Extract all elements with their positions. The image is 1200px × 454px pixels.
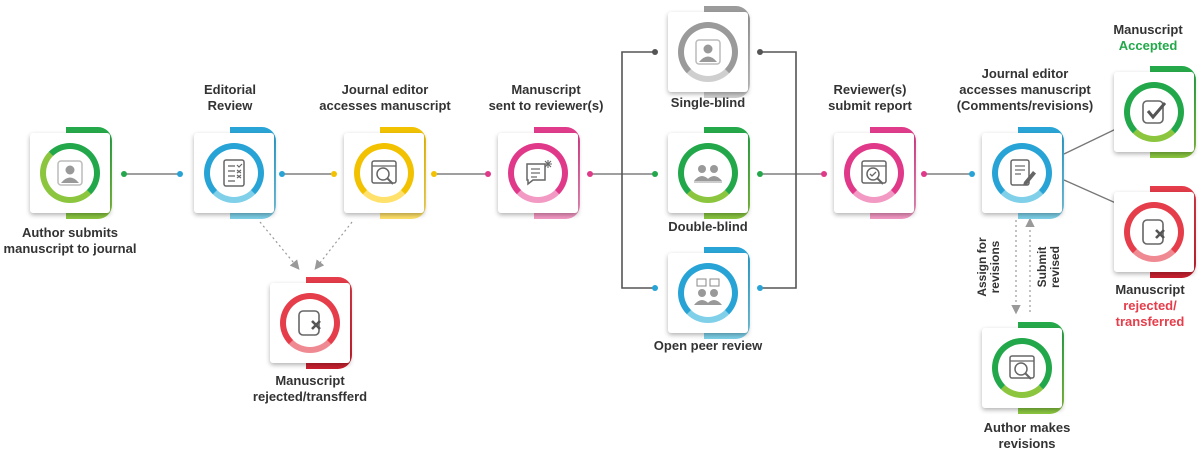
node-author-submits[interactable]: [30, 127, 112, 219]
label-sent-to-reviewers: Manuscript sent to reviewer(s): [488, 82, 604, 113]
node-card: [668, 133, 748, 213]
node-ring: [844, 143, 904, 203]
label-submit-revised: Submit revised: [1035, 245, 1062, 289]
node-editorial-review[interactable]: [194, 127, 276, 219]
label-editorial-review: Editorial Review: [203, 82, 256, 113]
label-journal-editor-comments: Journal editor accesses manuscript (Comm…: [956, 66, 1094, 113]
node-card: [498, 133, 578, 213]
node-ring: [1124, 202, 1184, 262]
dotted-arrow-editorial-reject: [259, 221, 300, 270]
node-sent-to-reviewers[interactable]: [498, 127, 580, 219]
dot: [652, 171, 658, 177]
label-assign-revisions: Assign for revisions: [975, 237, 1002, 297]
dot: [485, 171, 491, 177]
dot: [757, 49, 763, 55]
node-ring: [678, 22, 738, 82]
label-rejected-early: Manuscript rejected/transfferd: [252, 373, 368, 404]
node-double-blind[interactable]: [668, 127, 750, 219]
node-ring: [354, 143, 414, 203]
connector-to-rejected: [1063, 179, 1119, 205]
node-ring: [40, 143, 100, 203]
node-ring: [992, 338, 1052, 398]
node-card: [982, 328, 1062, 408]
node-ring: [992, 143, 1052, 203]
user-icon: [57, 160, 83, 186]
dot: [279, 171, 285, 177]
node-accepted[interactable]: [1114, 66, 1196, 158]
dot: [587, 171, 593, 177]
node-author-revisions[interactable]: [982, 322, 1064, 414]
node-reviewers-submit[interactable]: [834, 127, 916, 219]
branch-bracket-left: [621, 51, 655, 289]
dot: [652, 285, 658, 291]
dot: [821, 171, 827, 177]
dot: [331, 171, 337, 177]
dot: [969, 171, 975, 177]
dot: [431, 171, 437, 177]
node-card: [668, 253, 748, 333]
dot: [177, 171, 183, 177]
node-rejected-final[interactable]: [1114, 186, 1196, 278]
checkbox-icon: [1142, 100, 1167, 124]
node-single-blind[interactable]: [668, 6, 750, 98]
label-open-peer-review: Open peer review: [653, 338, 763, 353]
connector-to-accepted: [1063, 127, 1119, 155]
document-search-icon: [371, 160, 397, 185]
label-single-blind: Single-blind: [670, 95, 746, 110]
dot: [757, 171, 763, 177]
node-card: [270, 283, 350, 363]
node-ring: [678, 143, 738, 203]
node-ring: [678, 263, 738, 323]
node-card: [982, 133, 1062, 213]
node-card: [1114, 72, 1194, 152]
document-edit-icon: [1010, 159, 1036, 186]
label-author-submits: Author submits manuscript to journal: [3, 225, 137, 256]
node-ring: [280, 293, 340, 353]
label-reviewers-submit: Reviewer(s) submit report: [828, 82, 912, 113]
node-rejected-early[interactable]: [270, 277, 352, 369]
node-card: [30, 133, 110, 213]
label-journal-editor-access: Journal editor accesses manuscript: [319, 82, 451, 113]
dot: [121, 171, 127, 177]
node-card: [344, 133, 424, 213]
two-users-icon: [694, 165, 722, 183]
node-ring: [204, 143, 264, 203]
users-with-documents-icon: [694, 278, 722, 305]
dotted-arrow-editor-reject: [314, 221, 353, 270]
node-open-peer-review[interactable]: [668, 247, 750, 339]
document-search-icon: [1009, 355, 1035, 380]
node-card: [668, 12, 748, 92]
label-double-blind: Double-blind: [668, 219, 748, 234]
node-ring: [508, 143, 568, 203]
dot: [921, 171, 927, 177]
node-journal-editor-access[interactable]: [344, 127, 426, 219]
branch-bracket-right: [760, 51, 797, 289]
document-x-icon: [298, 310, 321, 336]
label-rejected-final: Manuscript rejected/ transferred: [1115, 282, 1185, 329]
node-card: [834, 133, 914, 213]
checklist-icon: [223, 159, 245, 187]
node-journal-editor-comments[interactable]: [982, 127, 1064, 219]
node-card: [194, 133, 274, 213]
label-accepted: Manuscript Accepted: [1113, 22, 1183, 53]
document-x-icon: [1142, 219, 1165, 245]
chat-document-icon: [526, 160, 552, 186]
dot: [757, 285, 763, 291]
dot: [652, 49, 658, 55]
report-check-icon: [861, 160, 887, 185]
label-author-revisions: Author makes revisions: [983, 420, 1071, 451]
node-card: [1114, 192, 1194, 272]
user-icon: [695, 39, 721, 65]
node-ring: [1124, 82, 1184, 142]
